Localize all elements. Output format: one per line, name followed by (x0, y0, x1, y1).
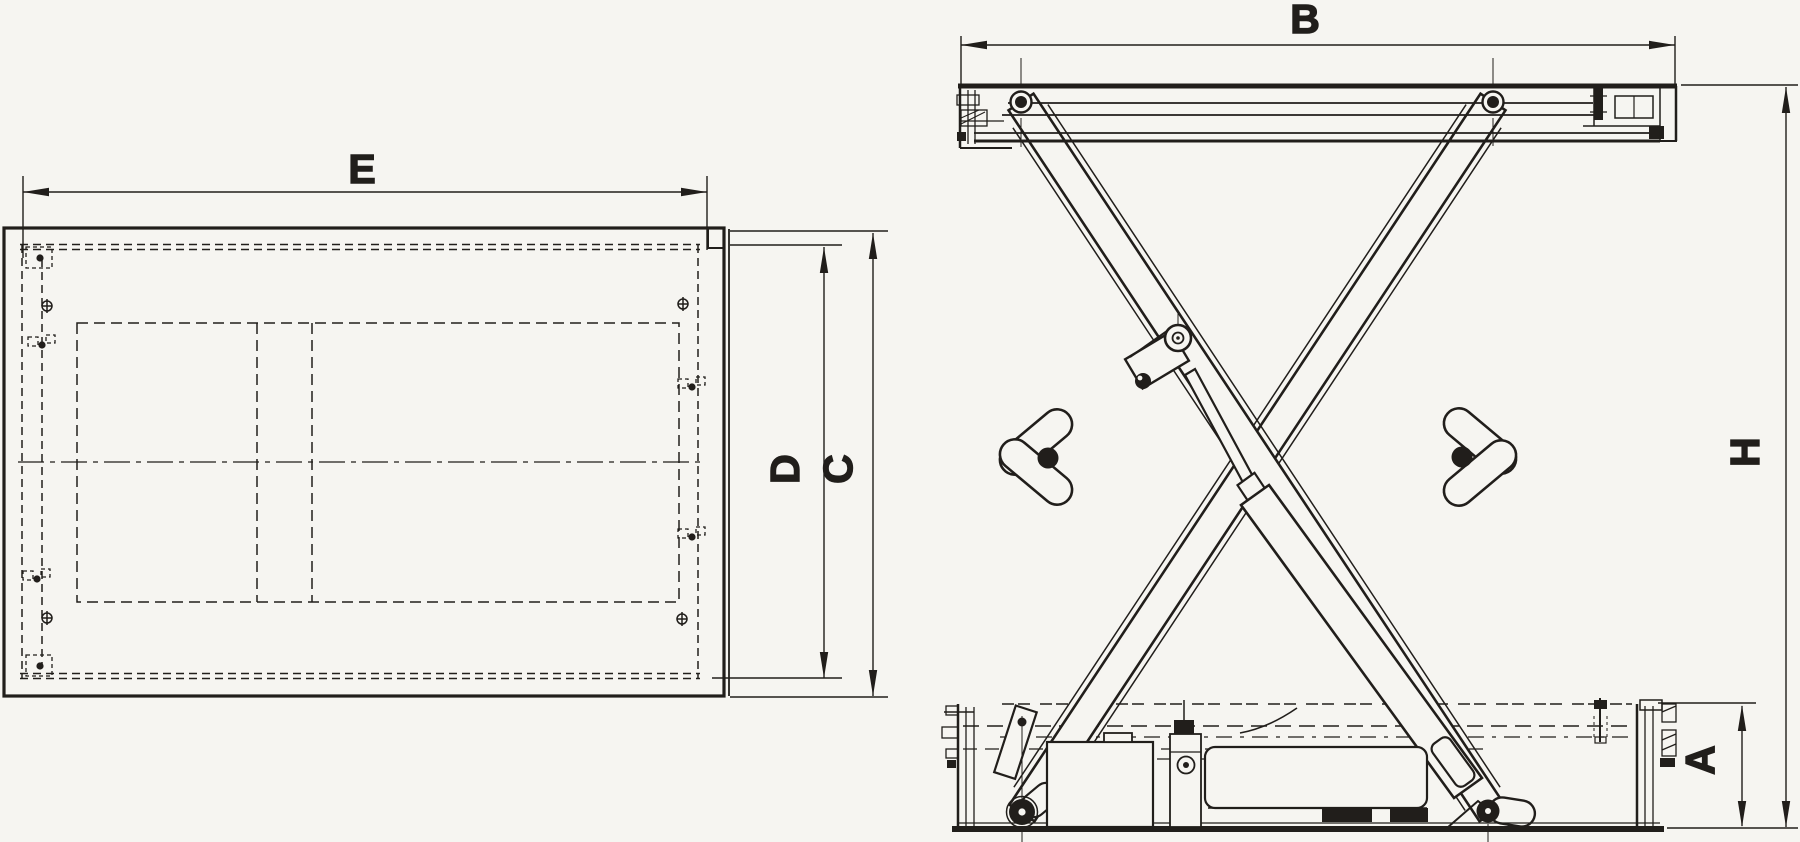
dimension-C: C (730, 230, 888, 698)
center-pivot-bosses (998, 407, 1518, 507)
dim-label-C: C (815, 454, 861, 484)
side-view (941, 58, 1678, 842)
power-unit-box (1045, 740, 1155, 829)
dim-label-B: B (1290, 0, 1320, 42)
dimension-D: D (712, 244, 842, 679)
top-platform (956, 58, 1678, 149)
dim-label-D: D (762, 454, 808, 484)
dim-label-E: E (348, 146, 375, 192)
base-frame (941, 698, 1677, 832)
dimension-B: B (960, 0, 1676, 86)
dim-label-A: A (1677, 745, 1723, 775)
hydraulic-cylinder (1183, 367, 1484, 800)
center-pivot-left (1037, 447, 1059, 469)
oil-tank (1203, 745, 1429, 810)
anchor-bolt (1593, 698, 1608, 744)
dimension-E: E (22, 145, 708, 258)
dimension-A: A (1658, 702, 1756, 827)
hydraulic-hose (1239, 707, 1298, 734)
hidden-edge-lines (20, 243, 700, 680)
platform-outline (2, 226, 726, 698)
dimension-H: H (1667, 84, 1798, 829)
platform-pivot-left (1015, 96, 1027, 108)
screw-symbols (41, 297, 689, 626)
pump-assembly (1169, 733, 1202, 828)
platform-pivot-right (1487, 96, 1499, 108)
dim-label-H: H (1722, 437, 1768, 467)
plan-view (2, 226, 730, 698)
dimensions: E D C B (22, 0, 1798, 829)
fastener-fittings (22, 246, 706, 677)
center-pivot-right (1451, 446, 1473, 468)
cylinder-body (1239, 483, 1484, 800)
pulley-assembly (1123, 310, 1193, 391)
